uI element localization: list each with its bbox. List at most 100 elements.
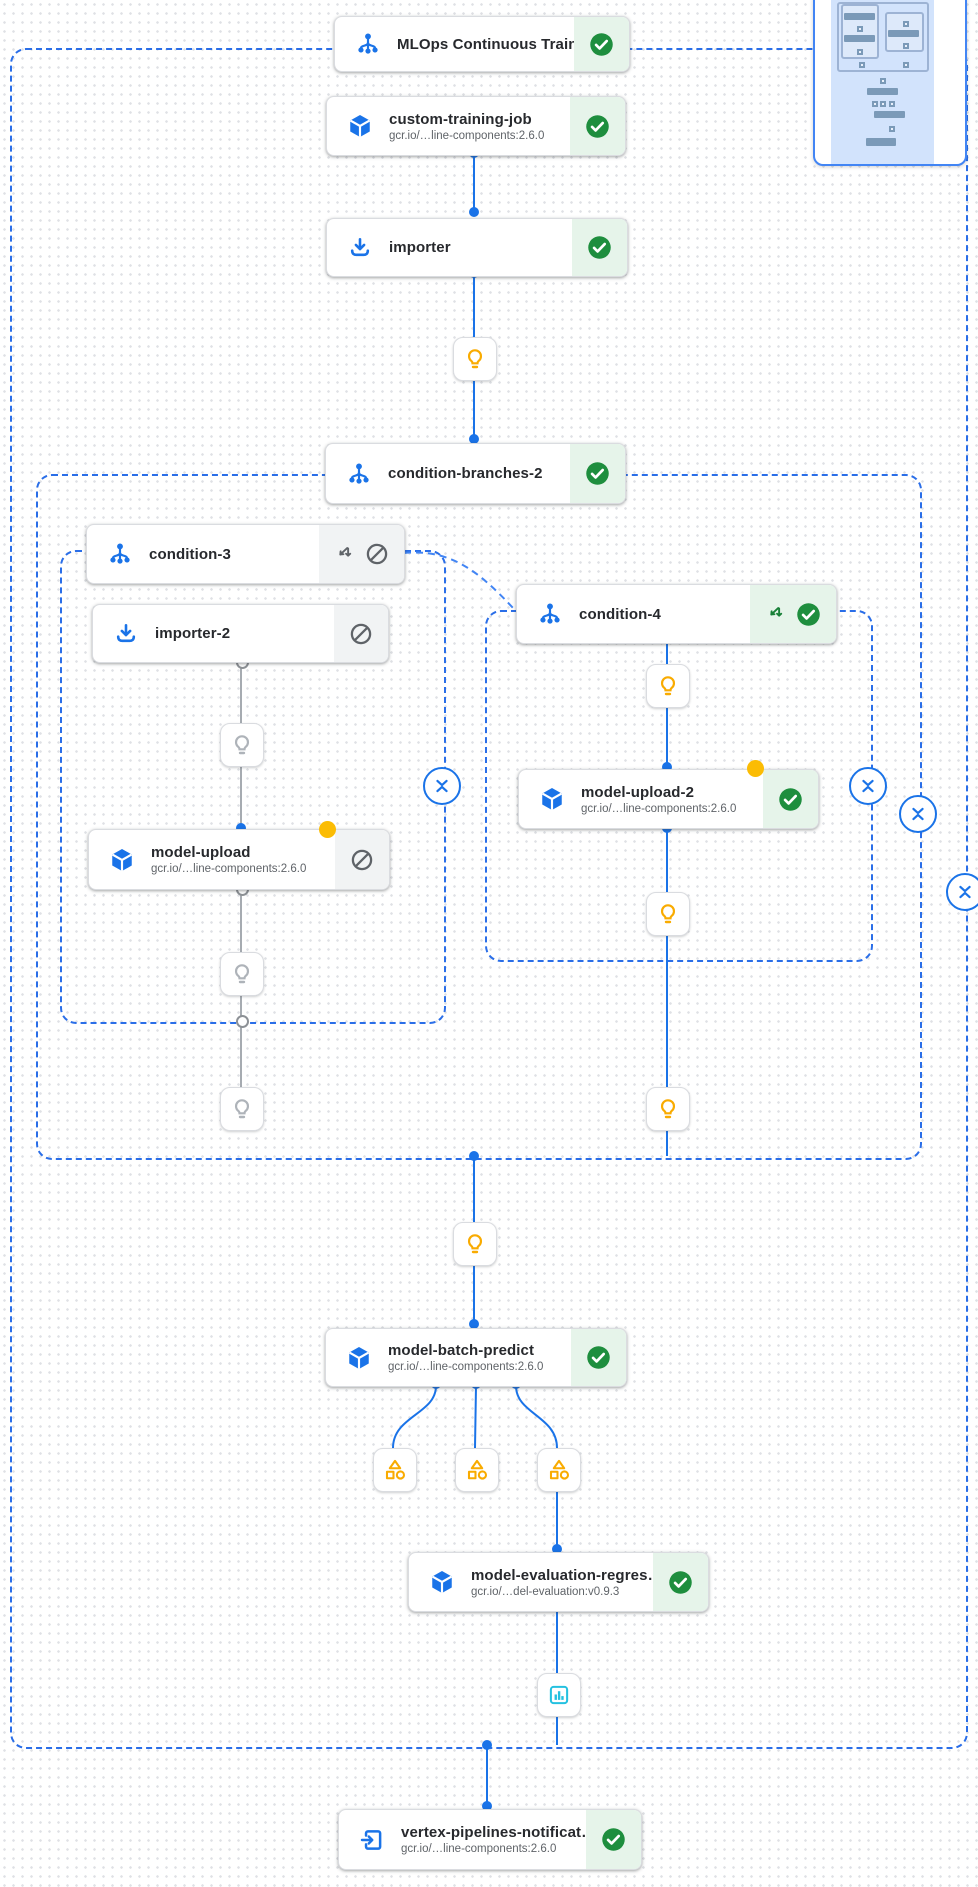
artifact-lightbulb-skipped[interactable]	[220, 1087, 264, 1131]
node-title: model-upload	[151, 844, 251, 861]
lightbulb-icon	[655, 673, 681, 699]
port-dot	[552, 1544, 562, 1554]
node-condition-3[interactable]: condition-3	[86, 524, 405, 584]
minimap-artifact	[872, 101, 878, 107]
edge-skipped	[240, 765, 242, 829]
node-model-upload[interactable]: model-upload gcr.io/…line-components:2.6…	[88, 829, 390, 890]
minimap-artifact	[857, 26, 863, 32]
minimap-node	[866, 138, 896, 146]
edge	[473, 153, 475, 213]
node-title: condition-4	[579, 605, 661, 623]
artifact-metrics[interactable]	[537, 1673, 581, 1717]
minimap[interactable]	[813, 0, 967, 166]
artifact-shapes[interactable]	[537, 1448, 581, 1492]
status-section	[334, 605, 388, 662]
edge	[473, 379, 475, 443]
collapse-group-button[interactable]	[899, 795, 937, 833]
status-section	[653, 1553, 708, 1611]
node-title: vertex-pipelines-notificat…	[401, 1824, 597, 1841]
collapse-chevrons-icon	[907, 803, 929, 825]
cube-component-icon	[539, 786, 565, 812]
collapse-group-button[interactable]	[946, 873, 978, 911]
lightbulb-icon	[229, 1096, 255, 1122]
node-model-batch-predict[interactable]: model-batch-predict gcr.io/…line-compone…	[325, 1328, 627, 1387]
minimap-group	[837, 2, 929, 72]
lightbulb-icon	[462, 346, 488, 372]
success-check-icon	[586, 234, 613, 261]
node-condition-branches-2[interactable]: condition-branches-2	[325, 443, 626, 504]
artifact-shapes[interactable]	[373, 1448, 417, 1492]
merge-branches-icon	[764, 603, 786, 625]
cube-component-icon	[109, 847, 135, 873]
collapse-group-button[interactable]	[423, 767, 461, 805]
status-section	[571, 1329, 626, 1386]
cube-component-icon	[346, 1345, 372, 1371]
node-subtitle: gcr.io/…line-components:2.6.0	[401, 1843, 557, 1855]
success-check-icon	[584, 460, 611, 487]
artifact-lightbulb[interactable]	[646, 664, 690, 708]
lightbulb-icon	[462, 1231, 488, 1257]
edge	[556, 1715, 558, 1745]
minimap-node	[888, 30, 919, 37]
edge-skipped	[240, 661, 242, 723]
node-title: importer	[389, 239, 451, 256]
minimap-artifact	[880, 78, 886, 84]
condition-tree-icon	[107, 541, 133, 567]
node-importer-2[interactable]: importer-2	[92, 604, 389, 663]
minimap-artifact	[889, 126, 895, 132]
minimap-node	[867, 88, 898, 95]
node-importer[interactable]: importer	[326, 218, 628, 277]
success-check-icon	[588, 31, 615, 58]
node-mlops-root[interactable]: MLOps Continuous Traini…	[334, 16, 630, 72]
edge	[473, 1156, 475, 1222]
port-dot	[469, 207, 479, 217]
artifact-lightbulb[interactable]	[453, 337, 497, 381]
cube-component-icon	[429, 1569, 455, 1595]
node-subtitle: gcr.io/…line-components:2.6.0	[389, 129, 545, 142]
collapse-group-button[interactable]	[849, 767, 887, 805]
minimap-artifact	[889, 101, 895, 107]
node-vertex-pipelines-notification[interactable]: vertex-pipelines-notificat… gcr.io/…line…	[338, 1809, 642, 1870]
collapse-chevrons-icon	[857, 775, 879, 797]
node-title: MLOps Continuous Traini…	[397, 35, 597, 53]
artifact-lightbulb[interactable]	[646, 892, 690, 936]
condition-tree-icon	[355, 31, 381, 57]
artifact-lightbulb[interactable]	[646, 1087, 690, 1131]
status-section	[586, 1810, 641, 1869]
status-section	[570, 97, 625, 155]
node-custom-training-job[interactable]: custom-training-job gcr.io/…line-compone…	[326, 96, 626, 156]
collapse-chevrons-icon	[954, 881, 976, 903]
artifact-lightbulb[interactable]	[453, 1222, 497, 1266]
skipped-block-icon	[349, 847, 375, 873]
condition-tree-icon	[346, 461, 372, 487]
artifact-shapes[interactable]	[455, 1448, 499, 1492]
minimap-artifact	[880, 101, 886, 107]
edge	[486, 1745, 488, 1809]
shapes-icon	[464, 1457, 490, 1483]
node-title: importer-2	[155, 625, 231, 642]
port-dot	[482, 1740, 492, 1750]
artifact-lightbulb-skipped[interactable]	[220, 952, 264, 996]
pending-output-dot	[747, 760, 764, 777]
status-section	[763, 770, 818, 828]
status-section	[335, 830, 389, 889]
pending-output-dot	[319, 821, 336, 838]
node-title: condition-3	[149, 545, 231, 563]
edge	[666, 642, 668, 665]
success-check-icon	[585, 1344, 612, 1371]
node-subtitle: gcr.io/…line-components:2.6.0	[388, 1361, 544, 1373]
success-check-icon	[667, 1569, 694, 1596]
artifact-lightbulb-skipped[interactable]	[220, 723, 264, 767]
node-model-evaluation-regression[interactable]: model-evaluation-regres… gcr.io/…del-eva…	[408, 1552, 709, 1612]
status-section	[572, 219, 627, 276]
status-section	[319, 525, 404, 583]
success-check-icon	[777, 786, 804, 813]
condition-tree-icon	[537, 601, 563, 627]
port-dot	[236, 823, 246, 833]
cube-component-icon	[347, 113, 373, 139]
node-condition-4[interactable]: condition-4	[516, 584, 837, 644]
node-model-upload-2[interactable]: model-upload-2 gcr.io/…line-components:2…	[518, 769, 819, 829]
port-dot	[662, 762, 672, 772]
status-section	[750, 585, 836, 643]
